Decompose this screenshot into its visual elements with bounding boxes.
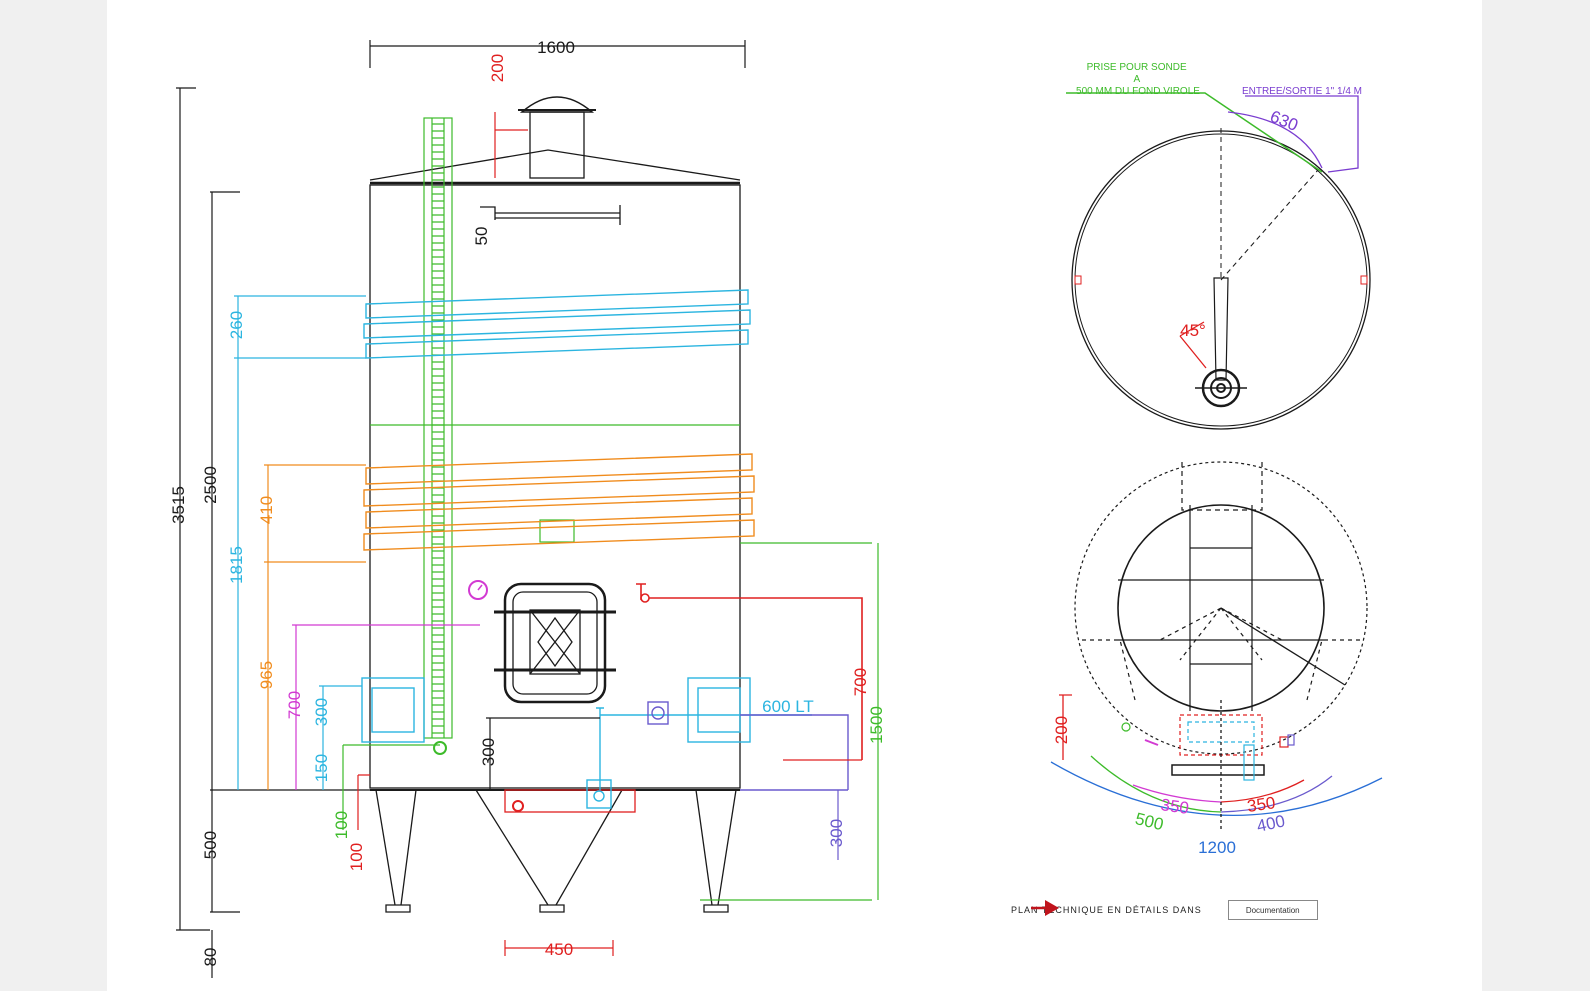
dim-700-left: 700 [285, 691, 304, 719]
dim-100-green: 100 [332, 811, 351, 839]
dim-300-left: 300 [312, 698, 331, 726]
front-door[interactable] [503, 582, 607, 704]
documentation-text: PLAN TECHNIQUE EN DÉTAILS DANS [1011, 905, 1202, 915]
dim-965: 965 [257, 661, 276, 689]
tank-roof [369, 149, 741, 181]
dim-1500: 1500 [867, 706, 886, 744]
drawing-sheet: 1600 200 50 3515 2500 500 80 260 1815 41… [107, 0, 1482, 991]
dim-500: 500 [201, 831, 220, 859]
dim-630: 630 [1267, 107, 1300, 135]
dim-400: 400 [1255, 811, 1287, 835]
arrow-right-icon[interactable] [1031, 898, 1061, 918]
angle-45: 45° [1180, 321, 1206, 340]
technical-drawing: 1600 200 50 3515 2500 500 80 260 1815 41… [169, 38, 1383, 978]
dim-100-red: 100 [347, 843, 366, 871]
dim-80: 80 [201, 948, 220, 967]
sample-valve-icon [636, 583, 863, 760]
dim-350-right: 350 [1246, 793, 1277, 816]
dim-3515: 3515 [169, 486, 188, 524]
drain-valve-icon [647, 701, 849, 791]
top-view [1066, 92, 1371, 430]
bottom-dimension-lines [1050, 694, 1383, 830]
inout-label: ENTREE/SORTIE 1" 1/4 M [1242, 86, 1362, 97]
dim-300-door: 300 [479, 738, 498, 766]
tank-body [369, 184, 741, 789]
cooling-jacket-lower [363, 453, 755, 551]
dim-260: 260 [227, 311, 246, 339]
dim-450: 450 [545, 940, 573, 959]
top-manway [529, 111, 585, 179]
volume-label: 600 LT [762, 697, 814, 716]
front-dimension-lines [176, 40, 879, 978]
dim-1200: 1200 [1198, 838, 1236, 857]
dim-200-bottom: 200 [1052, 716, 1071, 744]
dim-200-top: 200 [488, 54, 507, 82]
dim-2500: 2500 [201, 466, 220, 504]
level-gauge [370, 117, 872, 901]
probe-label: PRISE POUR SONDE A 500 MM DU FOND VIROLE [1076, 62, 1200, 97]
dim-150: 150 [312, 754, 331, 782]
dim-410: 410 [257, 496, 276, 524]
dim-1600: 1600 [537, 38, 575, 57]
dim-50: 50 [472, 227, 491, 246]
pressure-gauge-icon [468, 580, 488, 600]
dim-1815: 1815 [227, 546, 246, 584]
dim-700-right: 700 [851, 668, 870, 696]
documentation-button[interactable]: Documentation [1227, 900, 1318, 920]
dim-350-left: 350 [1159, 795, 1190, 818]
documentation-row: PLAN TECHNIQUE EN DÉTAILS DANS Documenta… [1011, 898, 1318, 922]
tank-legs [375, 789, 737, 906]
cooling-jacket-upper [361, 289, 812, 809]
dim-300-right: 300 [827, 819, 846, 847]
